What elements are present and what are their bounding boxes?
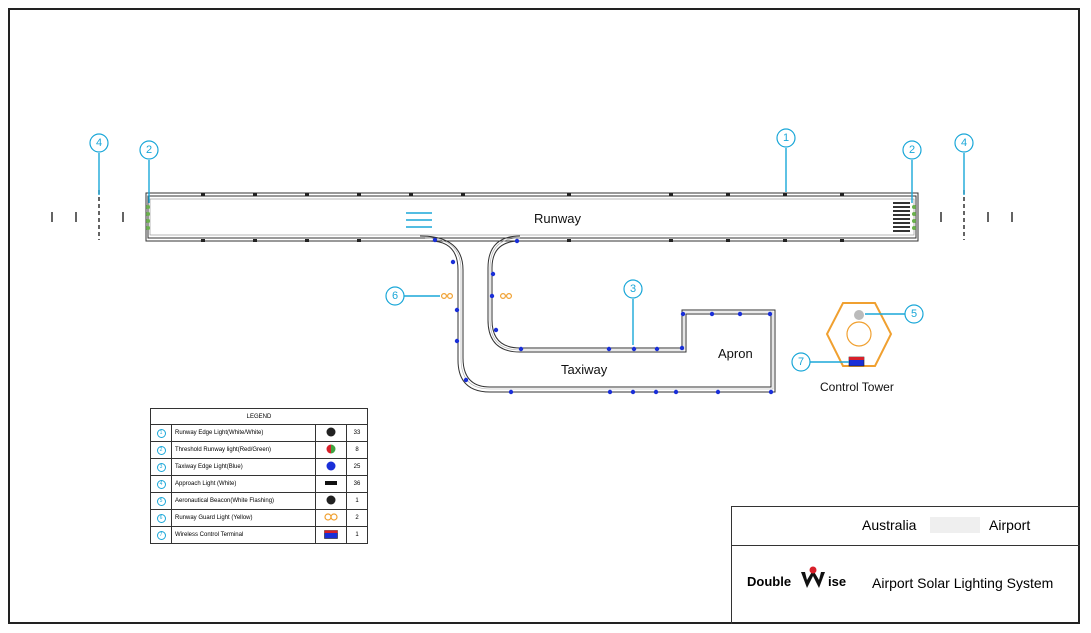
black-dot-icon bbox=[315, 492, 347, 510]
legend-number: 2 bbox=[156, 445, 166, 455]
black-bar-icon bbox=[315, 475, 347, 493]
title-block-airport-row: Australia Airport bbox=[732, 507, 1080, 546]
terminal-icon bbox=[315, 526, 347, 544]
brand-right: ise bbox=[828, 574, 847, 589]
runway-label: Runway bbox=[534, 211, 581, 226]
legend-name: Aeronautical Beacon(White Flashing) bbox=[171, 492, 316, 510]
black-dot-icon bbox=[315, 424, 347, 442]
callout-7: 7 bbox=[798, 356, 804, 368]
legend-row: 2 Threshold Runway light(Red/Green) 8 bbox=[150, 441, 368, 459]
threshold-markings bbox=[893, 202, 910, 232]
callout-1: 1 bbox=[783, 132, 789, 144]
legend-qty: 36 bbox=[346, 475, 368, 493]
legend-qty: 33 bbox=[346, 424, 368, 442]
brand-left: Double bbox=[747, 574, 792, 589]
legend-row: 5 Aeronautical Beacon(White Flashing) 1 bbox=[150, 492, 368, 510]
legend-row: 1 Runway Edge Light(White/White) 33 bbox=[150, 424, 368, 442]
legend-table: LEGEND 1 Runway Edge Light(White/White) … bbox=[150, 408, 368, 544]
legend-number: 7 bbox=[156, 530, 166, 540]
legend-row: 3 Taxiway Edge Light(Blue) 25 bbox=[150, 458, 368, 476]
system-title: Airport Solar Lighting System bbox=[872, 575, 1054, 591]
control-tower bbox=[825, 302, 893, 367]
approach-lights bbox=[51, 190, 1013, 240]
runway-guard-lights bbox=[441, 293, 513, 300]
legend-name: Taxiway Edge Light(Blue) bbox=[171, 458, 316, 476]
legend-name: Runway Edge Light(White/White) bbox=[171, 424, 316, 442]
red-green-dot-icon bbox=[315, 441, 347, 459]
legend-number: 1 bbox=[156, 428, 166, 438]
callout-4-left: 4 bbox=[96, 137, 102, 149]
legend-name: Wireless Control Terminal bbox=[171, 526, 316, 544]
drawing-frame bbox=[8, 8, 1080, 624]
blue-dot-icon bbox=[315, 458, 347, 476]
beacon-icon bbox=[854, 310, 864, 320]
callout-4-right: 4 bbox=[961, 137, 967, 149]
legend-name: Approach Light (White) bbox=[171, 475, 316, 493]
legend-number: 4 bbox=[156, 479, 166, 489]
legend-row: 7 Wireless Control Terminal 1 bbox=[150, 526, 368, 544]
callout-2-right: 2 bbox=[909, 144, 915, 156]
direction-arrows bbox=[406, 212, 432, 228]
legend-number: 3 bbox=[156, 462, 166, 472]
yellow-pair-icon bbox=[315, 509, 347, 527]
country-label: Australia bbox=[862, 517, 917, 533]
callout-3: 3 bbox=[630, 283, 636, 295]
title-block: Australia Airport Double ise Airport Sol… bbox=[731, 506, 1080, 624]
taxiway-edge-lights bbox=[432, 237, 774, 395]
callout-leaders bbox=[98, 148, 965, 363]
airport-name-redaction bbox=[930, 517, 980, 533]
legend-name: Runway Guard Light (Yellow) bbox=[171, 509, 316, 527]
control-tower-label: Control Tower bbox=[820, 380, 894, 394]
taxiway-label: Taxiway bbox=[561, 362, 608, 377]
brand-logo-icon bbox=[800, 566, 826, 595]
legend-name: Threshold Runway light(Red/Green) bbox=[171, 441, 316, 459]
apron-label: Apron bbox=[718, 346, 753, 361]
legend-number: 5 bbox=[156, 496, 166, 506]
legend-title: LEGEND bbox=[150, 408, 368, 425]
runway bbox=[145, 192, 919, 242]
runway-edge-lights bbox=[201, 193, 844, 242]
callout-6: 6 bbox=[392, 290, 398, 302]
legend-qty: 2 bbox=[346, 509, 368, 527]
legend-row: 4 Approach Light (White) 36 bbox=[150, 475, 368, 493]
legend-header: LEGEND bbox=[150, 408, 368, 425]
legend-qty: 1 bbox=[346, 526, 368, 544]
legend-row: 6 Runway Guard Light (Yellow) 2 bbox=[150, 509, 368, 527]
callout-2-left: 2 bbox=[146, 144, 152, 156]
callout-markers bbox=[89, 128, 974, 372]
title-block-brand-row: Double ise Airport Solar Lighting System bbox=[732, 546, 1080, 624]
callout-5: 5 bbox=[911, 308, 917, 320]
threshold-lights bbox=[146, 205, 916, 230]
airport-label: Airport bbox=[989, 517, 1031, 533]
legend-qty: 25 bbox=[346, 458, 368, 476]
legend-number: 6 bbox=[156, 513, 166, 523]
legend-qty: 1 bbox=[346, 492, 368, 510]
legend-qty: 8 bbox=[346, 441, 368, 459]
